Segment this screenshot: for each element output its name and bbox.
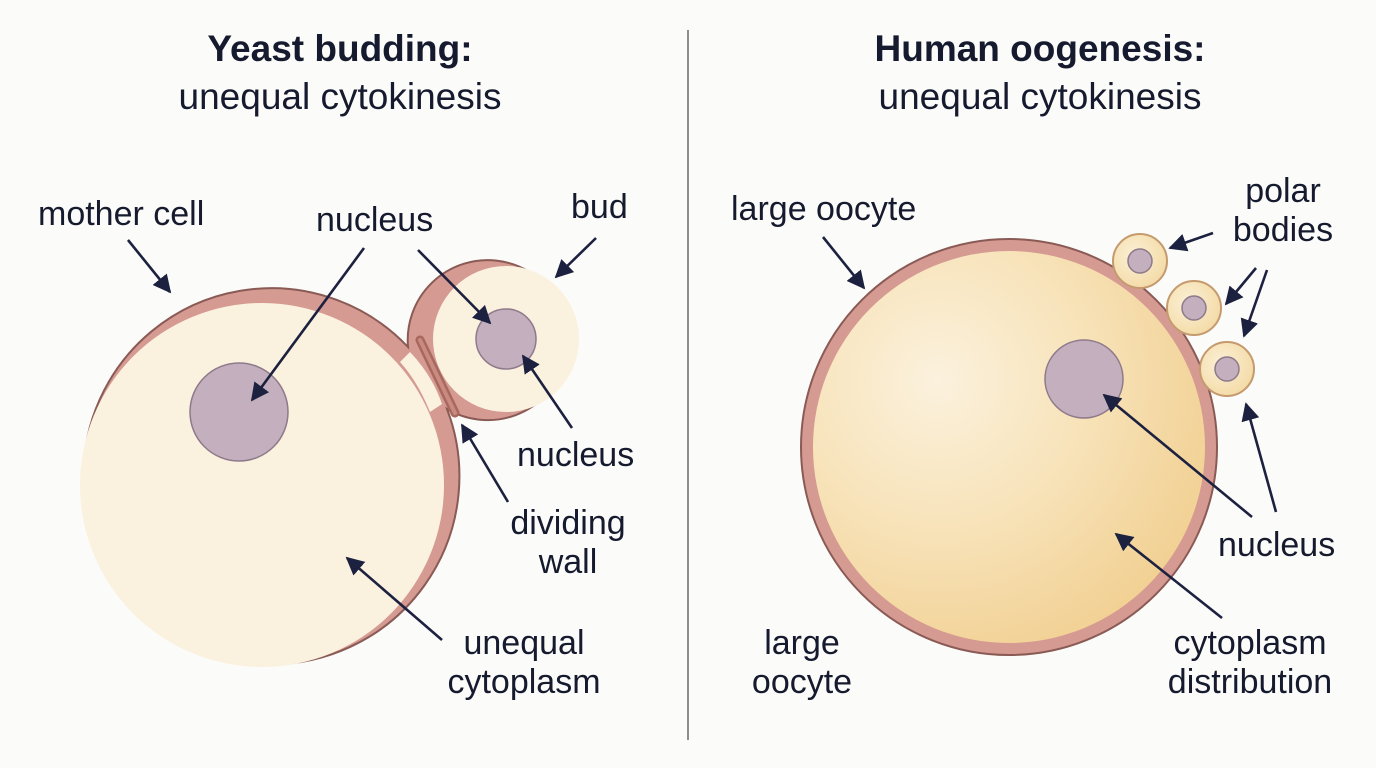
arrow-large-oocyte [821,236,866,290]
arrow-polar-body-2 [1224,267,1257,306]
left-arrows [126,237,597,641]
arrow-nucleus-bud-bottom [521,354,574,429]
label-nucleus-bud: nucleus [517,436,635,474]
arrow-nucleus-mother [250,247,366,402]
label-large-oocyte-bottom: large oocyte [751,624,853,701]
polar-body-1 [1112,233,1168,289]
label-large-oocyte-top: large oocyte [731,190,917,228]
oocyte-nucleus [1044,339,1124,419]
arrow-bud [554,237,597,279]
arrow-unequal-cytoplasm [345,556,443,641]
arrow-nucleus-bud-top [417,249,492,325]
label-nucleus-mother: nucleus [316,201,434,239]
arrow-polar-body-1 [1168,231,1214,252]
oocyte-group [800,233,1255,656]
label-bud: bud [571,188,628,226]
label-cytoplasm-distribution: cytoplasm distribution [1167,624,1333,701]
label-nucleus-oocyte: nucleus [1218,526,1336,564]
label-polar-bodies: polar bodies [1232,172,1334,249]
arrow-mother-cell [126,239,172,294]
arrow-cytoplasm-distribution [1114,532,1223,620]
yeast-cell-group [80,259,579,667]
label-mother-cell: mother cell [38,195,205,233]
oocyte-cytoplasm [813,251,1205,643]
label-unequal-cytoplasm: unequal cytoplasm [447,624,601,701]
right-subtitle: unequal cytokinesis [878,76,1202,117]
mother-nucleus [189,362,289,462]
left-title: Yeast budding: [207,28,473,69]
polar-body-3 [1199,341,1255,397]
right-title: Human oogenesis: [874,28,1206,69]
arrow-polar-body-3 [1240,269,1269,338]
label-dividing-wall: dividing wall [510,504,626,581]
arrow-nucleus [1102,393,1253,519]
arrow-polar-bodies-from-nucleus [1241,402,1278,513]
left-subtitle: unequal cytokinesis [178,76,502,117]
right-arrows [821,231,1278,620]
neck-fill [400,352,442,412]
polar-body-2 [1166,280,1222,336]
mother-cell-cytoplasm [80,303,444,667]
arrow-dividing-wall [460,423,510,503]
